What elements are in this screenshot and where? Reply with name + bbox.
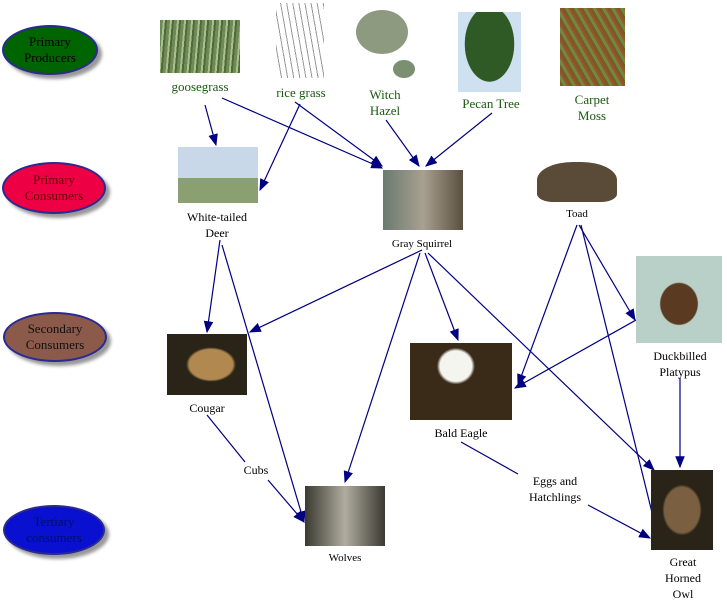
witch-hazel-image [356, 10, 408, 54]
pecan-tree-label: Pecan Tree [462, 96, 520, 111]
arrow [206, 414, 246, 463]
carpet-moss-label: Carpet Moss [574, 92, 610, 123]
carpet-moss-image [560, 8, 625, 86]
level-primary-producers: Primary Producers [2, 25, 98, 75]
owl-label: Great Horned Owl [665, 555, 701, 601]
arrow [424, 252, 459, 342]
arrow [267, 479, 305, 523]
gray-squirrel-label: Gray Squirrel [391, 238, 453, 250]
level-primary-consumers: Primary Consumers [2, 162, 106, 214]
arrow [221, 244, 306, 524]
level-secondary-consumers: Secondary Consumers [3, 312, 107, 362]
arrow [221, 97, 384, 169]
arrow [578, 224, 636, 322]
arrow [580, 224, 663, 547]
level-tertiary-consumers: Tertiary consumers [3, 505, 105, 555]
arrow [294, 101, 383, 167]
arrow [204, 104, 218, 147]
witch-hazel-label: Witch Hazel [369, 87, 401, 118]
deer-image [178, 147, 258, 203]
wolves-image [305, 486, 385, 546]
cubs-annotation: Cubs [243, 463, 269, 477]
arrow [460, 441, 519, 475]
owl-image [651, 470, 713, 550]
arrow [517, 224, 578, 387]
arrow [587, 504, 652, 539]
wolves-label: Wolves [328, 552, 362, 564]
arrow [425, 112, 493, 167]
witch-hazel-leaf-image [393, 60, 415, 78]
rice-grass-image [276, 3, 324, 78]
toad-image [537, 162, 617, 202]
arrow [385, 119, 420, 167]
arrow [248, 249, 423, 333]
goosegrass-label: goosegrass [171, 79, 229, 94]
arrow [203, 239, 221, 334]
arrow [259, 103, 301, 192]
cougar-image [167, 334, 247, 395]
platypus-image [636, 256, 722, 343]
arrow [513, 319, 637, 389]
bald-eagle-label: Bald Eagle [434, 426, 488, 440]
cougar-label: Cougar [189, 401, 225, 415]
platypus-label: Duckbilled Platypus [653, 349, 707, 379]
bald-eagle-image [410, 343, 512, 420]
pecan-tree-image [458, 12, 521, 92]
arrow [343, 252, 421, 484]
deer-label: White-tailed Deer [187, 210, 247, 240]
toad-label: Toad [566, 208, 588, 220]
goosegrass-image [160, 20, 240, 73]
rice-grass-label: rice grass [276, 85, 326, 100]
eggs-annotation: Eggs and Hatchlings [529, 474, 581, 504]
gray-squirrel-image [383, 170, 463, 230]
arrow [427, 252, 655, 471]
